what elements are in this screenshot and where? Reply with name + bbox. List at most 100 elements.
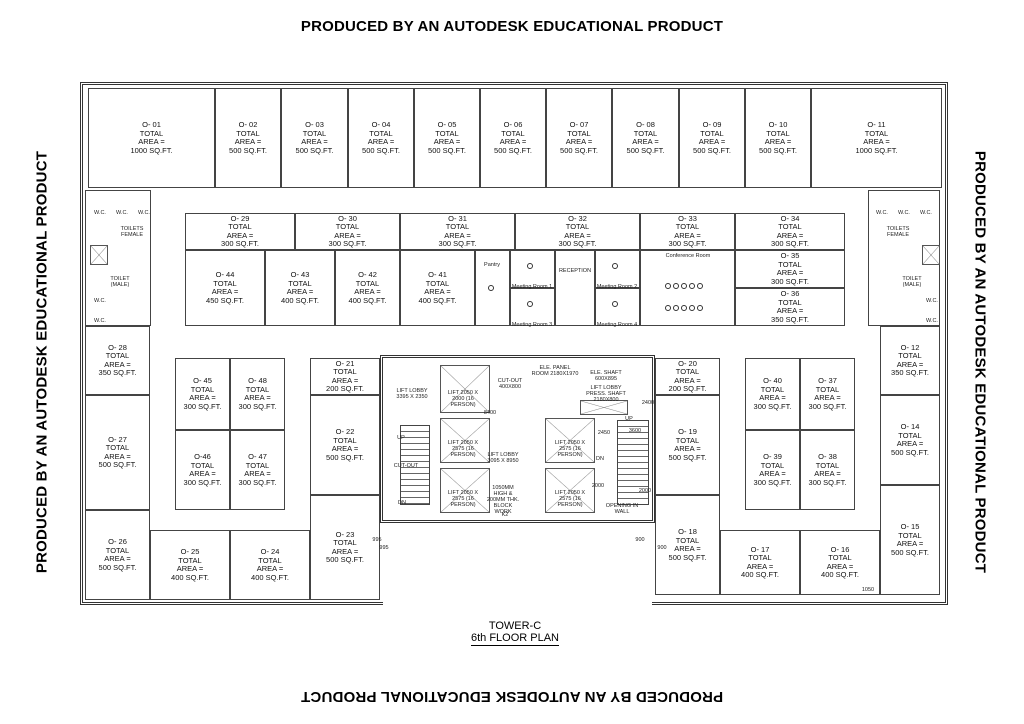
staircase-left (400, 425, 430, 505)
area-label: AREA = (334, 230, 361, 240)
area-label: AREA = (746, 561, 774, 571)
lift-1 (440, 365, 490, 413)
unit-name: O- 36 (780, 289, 800, 298)
unit-area: 500 SQ.FT. (362, 145, 400, 155)
total-label: TOTAL (778, 297, 802, 307)
area-label: AREA = (104, 554, 131, 563)
unit-area: 300 SQ.FT. (238, 477, 277, 487)
total-label: TOTAL (766, 128, 790, 138)
unit-name: O- 05 (437, 120, 457, 129)
unit-area: 500 SQ.FT. (693, 145, 731, 155)
area-label: AREA = (104, 451, 131, 461)
unit-area: 350 SQ.FT. (98, 368, 137, 377)
total-label: TOTAL (501, 128, 525, 138)
area-label: AREA = (189, 393, 216, 402)
unit-area: 300 SQ.FT. (238, 401, 277, 411)
total-label: TOTAL (425, 278, 450, 288)
plan-annotation: LIFT 2050 X 2575 (16 PERSON) (554, 490, 586, 508)
area-label: AREA = (698, 137, 726, 146)
chair-icon (612, 263, 618, 269)
area-label: AREA = (674, 375, 701, 385)
total-label: TOTAL (105, 351, 130, 360)
unit-area: 500 SQ.FT. (560, 145, 598, 155)
chair-icon (488, 285, 494, 291)
area-label: AREA = (189, 469, 216, 478)
area-label: AREA = (896, 439, 924, 448)
total-label: TOTAL (445, 222, 470, 231)
unit-name: O- 15 (900, 522, 920, 531)
plan-annotation: 900 (635, 537, 645, 543)
area-label: AREA = (499, 137, 527, 146)
total-label: TOTAL (333, 435, 357, 445)
area-label: AREA = (863, 137, 890, 146)
unit-name: O- 27 (108, 434, 127, 444)
unit-area: 500 SQ.FT. (98, 562, 137, 572)
plan-annotation: K2 (501, 512, 509, 518)
unit-area: 400 SQ.FT. (821, 570, 859, 579)
area-label: AREA = (211, 287, 239, 296)
watermark-right: PRODUCED BY AN AUTODESK EDUCATIONAL PROD… (971, 150, 989, 574)
plan-annotation: DN (398, 500, 406, 506)
unit-name: O- 01 (142, 120, 161, 129)
unit-area: 500 SQ.FT. (891, 547, 929, 557)
unit-area: 300 SQ.FT. (808, 401, 847, 411)
unit-name: O- 28 (108, 342, 127, 352)
unit-area: 500 SQ.FT. (428, 145, 466, 155)
plan-annotation: UP (397, 435, 405, 441)
total-label: TOTAL (675, 435, 700, 445)
area-label: AREA = (244, 393, 271, 402)
shaft-right (922, 245, 940, 265)
total-label: TOTAL (815, 460, 840, 470)
meeting-area-room (510, 288, 555, 326)
unit-area: 350 SQ.FT. (891, 368, 929, 377)
unit-name: O- 04 (371, 120, 391, 129)
unit-area: 1000 SQ.FT. (130, 145, 173, 155)
area-label: AREA = (176, 564, 204, 573)
unit-name: O- 38 (818, 452, 837, 461)
plan-annotation: 900 (657, 545, 667, 551)
unit-name: O- 48 (248, 376, 267, 385)
unit-area: 300 SQ.FT. (753, 477, 792, 487)
plan-annotation: ELE. SHAFT 600X895 (590, 370, 622, 382)
total-label: TOTAL (178, 555, 202, 565)
chair-icon (689, 305, 695, 311)
drawing-title: TOWER-C 6th FLOOR PLAN (440, 620, 590, 646)
total-label: TOTAL (190, 460, 215, 470)
total-label: TOTAL (245, 460, 270, 470)
chair-icon (527, 263, 533, 269)
unit-name: O- 14 (900, 422, 920, 431)
total-label: TOTAL (369, 128, 393, 138)
chair-icon (673, 283, 679, 289)
total-label: TOTAL (139, 128, 164, 138)
unit-area: 500 SQ.FT. (326, 555, 364, 564)
watermark-left: PRODUCED BY AN AUTODESK EDUCATIONAL PROD… (33, 150, 51, 574)
chair-icon (697, 305, 703, 311)
unit-area: 300 SQ.FT. (808, 477, 847, 487)
area-label: AREA = (896, 539, 924, 548)
unit-area: 400 SQ.FT. (171, 572, 209, 582)
total-label: TOTAL (675, 367, 700, 376)
plan-annotation: W.C. (926, 298, 938, 304)
unit-name: O- 40 (763, 376, 782, 385)
area-label: AREA = (256, 564, 284, 573)
lift-2 (440, 418, 490, 463)
unit-name: O- 20 (678, 358, 697, 368)
area-label: AREA = (814, 469, 841, 478)
lift-5 (545, 468, 595, 513)
total-label: TOTAL (105, 443, 130, 452)
